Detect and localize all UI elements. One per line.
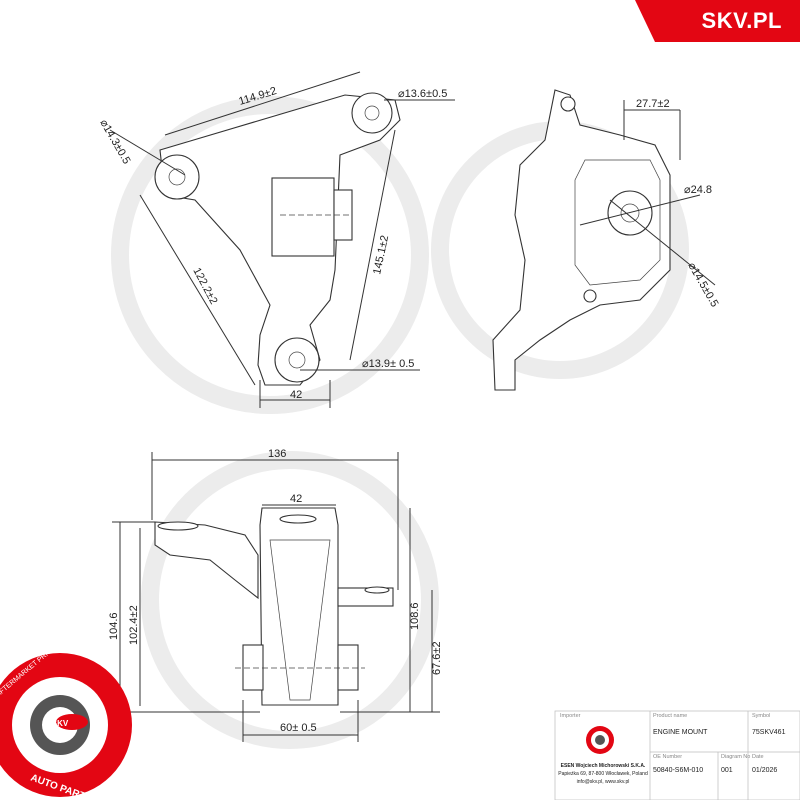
product-name-label: Product name (653, 713, 688, 719)
symbol: 75SKV461 (752, 729, 786, 736)
title-block: Importer ESEN Wojciech Michorowski S.K.A… (555, 711, 800, 800)
side-view (492, 89, 716, 391)
dim-136: 136 (268, 448, 286, 460)
diagram-number: 001 (721, 767, 733, 774)
title-block-logo (586, 726, 614, 754)
front-view (112, 452, 440, 742)
importer-label: Importer (560, 713, 581, 719)
dim-13-6: ⌀13.6±0.5 (398, 88, 447, 100)
seal-logo: SKV AFTERMARKET PRICE · OE QUALITY AUTO … (0, 614, 132, 800)
importer-address: Papieżka 69, 87-800 Włocławek, Poland (558, 771, 648, 777)
dim-104-6: 104.6 (108, 612, 120, 640)
date: 01/2026 (752, 767, 778, 774)
dim-42-front: 42 (290, 493, 302, 505)
dim-27-7: 27.7±2 (636, 98, 670, 110)
brand-text: SKV.PL (701, 8, 782, 33)
top-view (109, 71, 455, 408)
dim-145: 145.1±2 (371, 234, 391, 275)
importer-contact: info@skv.pl, www.skv.pl (576, 779, 630, 785)
diagram-label: Diagram No (721, 754, 751, 760)
brand-banner: SKV.PL (635, 0, 800, 42)
oe-label: OE Number (653, 754, 683, 760)
dim-67-6: 67.6±2 (431, 641, 443, 675)
dim-13-9: ⌀13.9± 0.5 (362, 358, 414, 370)
title-block-frame (554, 710, 800, 800)
seal-center-text: SKV (52, 719, 69, 728)
oe-number: 50840-S6M-010 (653, 767, 704, 774)
symbol-label: Symbol (752, 713, 771, 719)
dim-24-8: ⌀24.8 (684, 184, 712, 196)
dim-14-5: ⌀14.5±0.5 (685, 261, 720, 310)
dim-60: 60± 0.5 (280, 722, 317, 734)
dim-108-6: 108.6 (409, 602, 421, 630)
product-name: ENGINE MOUNT (653, 729, 708, 736)
dim-42-top: 42 (290, 389, 302, 401)
importer-name: ESEN Wojciech Michorowski S.K.A. (560, 763, 646, 769)
dim-102-4: 102.4±2 (128, 605, 140, 645)
date-label: Date (752, 754, 764, 760)
dim-14-3: ⌀14.3±0.5 (97, 118, 132, 167)
